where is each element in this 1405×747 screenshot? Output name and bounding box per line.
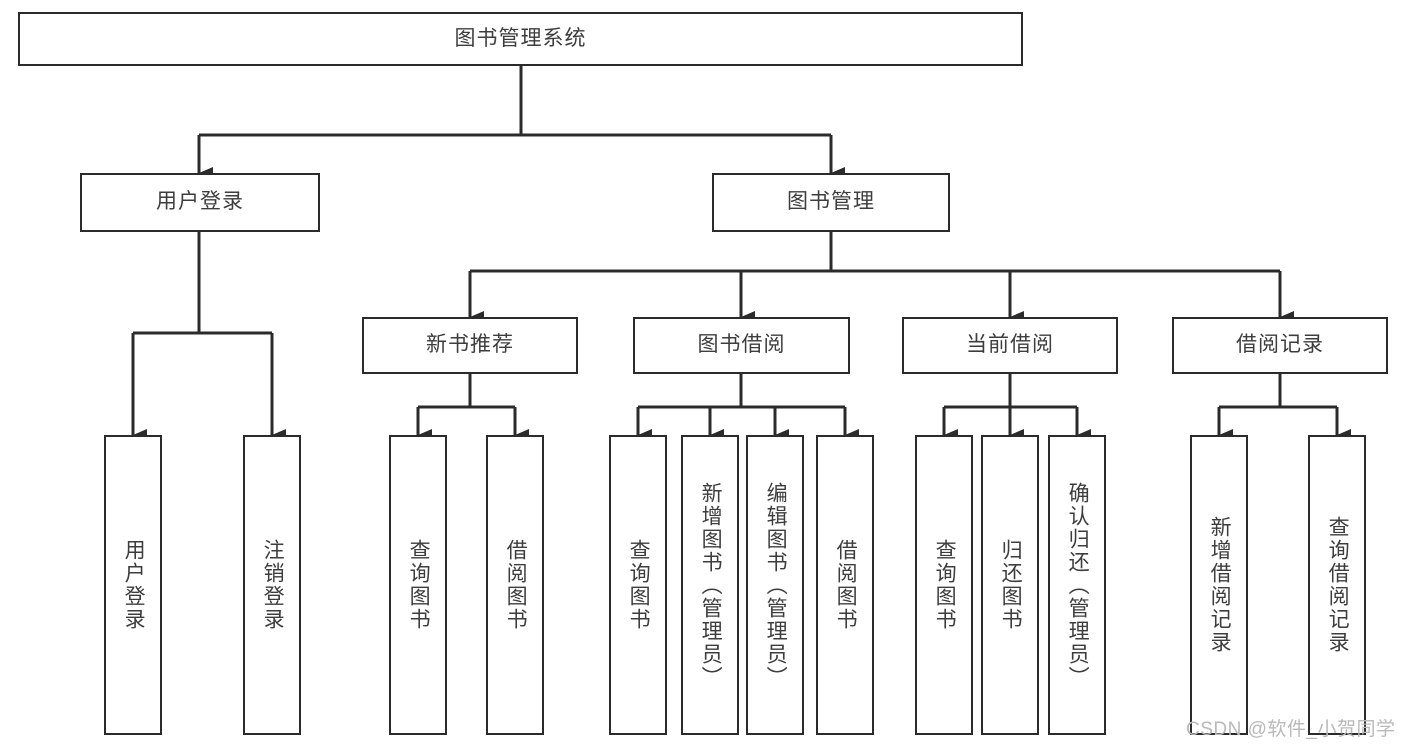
node-book-management[interactable]: 图书管理	[712, 173, 950, 232]
node-book-borrow[interactable]: 图书借阅	[633, 317, 850, 374]
node-leaf-add-book-admin-label: 新增图书（管理员）	[699, 481, 723, 689]
node-leaf-add-borrow-record[interactable]: 新增借阅记录	[1190, 435, 1248, 735]
node-leaf-borrow-book-1[interactable]: 借阅图书	[486, 435, 544, 735]
node-leaf-query-book-1[interactable]: 查询图书	[389, 435, 447, 735]
csdn-watermark: CSDN @软件_小贺同学	[1186, 719, 1396, 740]
node-leaf-user-login[interactable]: 用户登录	[104, 435, 162, 735]
node-leaf-borrow-book-1-label: 借阅图书	[504, 539, 528, 631]
node-leaf-edit-book-admin[interactable]: 编辑图书（管理员）	[746, 435, 804, 735]
node-leaf-query-book-1-label: 查询图书	[407, 539, 431, 631]
node-user-login-label: 用户登录	[156, 190, 244, 214]
node-current-borrow-label: 当前借阅	[966, 333, 1054, 357]
node-leaf-query-book-3-label: 查询图书	[933, 539, 957, 631]
node-leaf-borrow-book-2-label: 借阅图书	[834, 539, 858, 631]
node-leaf-logout[interactable]: 注销登录	[243, 435, 301, 735]
node-leaf-edit-book-admin-label: 编辑图书（管理员）	[764, 481, 788, 689]
node-root[interactable]: 图书管理系统	[18, 12, 1023, 66]
node-leaf-borrow-book-2[interactable]: 借阅图书	[816, 435, 874, 735]
node-leaf-query-borrow-record-label: 查询借阅记录	[1326, 516, 1350, 654]
node-new-book-recommend[interactable]: 新书推荐	[362, 317, 578, 374]
node-user-login[interactable]: 用户登录	[80, 173, 320, 232]
node-leaf-query-borrow-record[interactable]: 查询借阅记录	[1308, 435, 1366, 735]
node-leaf-add-book-admin[interactable]: 新增图书（管理员）	[681, 435, 739, 735]
node-current-borrow[interactable]: 当前借阅	[902, 317, 1118, 374]
node-book-management-label: 图书管理	[787, 190, 875, 214]
node-leaf-confirm-return-admin[interactable]: 确认归还（管理员）	[1048, 435, 1106, 735]
node-root-label: 图书管理系统	[454, 26, 587, 50]
node-leaf-return-book[interactable]: 归还图书	[981, 435, 1039, 735]
node-leaf-logout-label: 注销登录	[261, 539, 285, 631]
node-leaf-user-login-label: 用户登录	[122, 539, 146, 631]
node-leaf-return-book-label: 归还图书	[999, 539, 1023, 631]
node-new-book-recommend-label: 新书推荐	[426, 333, 514, 357]
node-borrow-record-label: 借阅记录	[1236, 333, 1324, 357]
node-leaf-confirm-return-admin-label: 确认归还（管理员）	[1066, 481, 1090, 689]
node-leaf-query-book-2-label: 查询图书	[627, 539, 651, 631]
node-leaf-query-book-3[interactable]: 查询图书	[915, 435, 973, 735]
node-book-borrow-label: 图书借阅	[697, 333, 786, 357]
node-borrow-record[interactable]: 借阅记录	[1172, 317, 1388, 374]
node-leaf-query-book-2[interactable]: 查询图书	[609, 435, 667, 735]
node-leaf-add-borrow-record-label: 新增借阅记录	[1208, 516, 1232, 654]
